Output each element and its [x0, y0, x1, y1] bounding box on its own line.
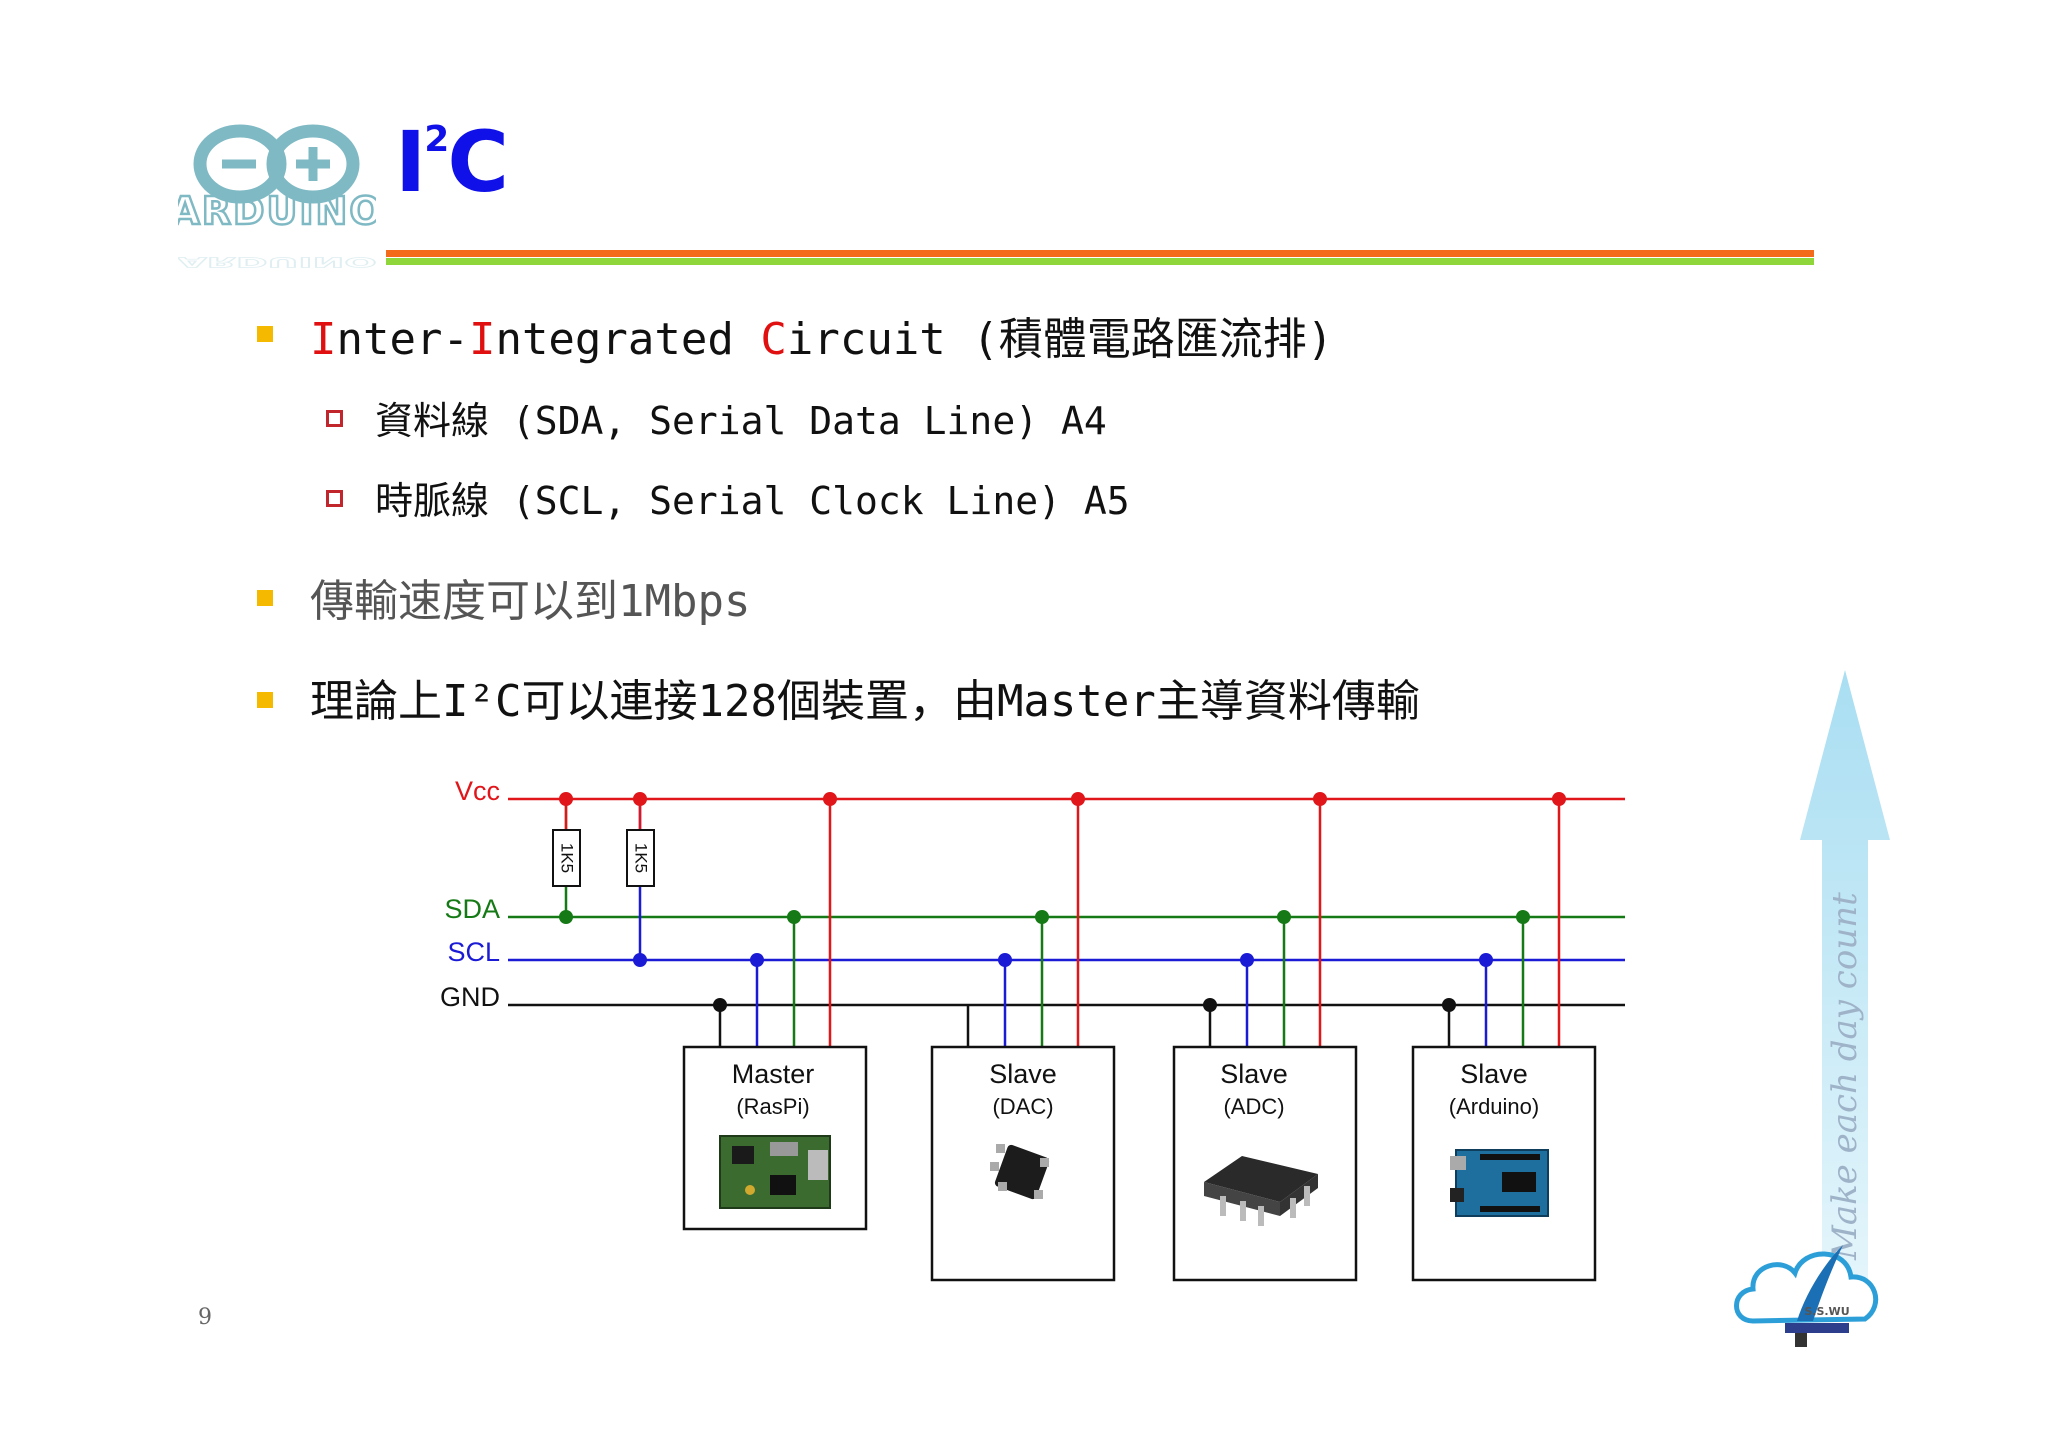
rail-label-sda: SDA: [444, 894, 500, 924]
bullet-speed: 傳輸速度可以到1Mbps: [310, 576, 751, 627]
sub-bullet-scl: 時脈線 (SCL, Serial Clock Line) A5: [375, 479, 1130, 523]
bullet-square-icon: [257, 326, 273, 342]
title-underline-orange: [386, 250, 1814, 257]
device-sub: (Arduino): [1449, 1094, 1539, 1119]
resistor-value: 1K5: [632, 843, 651, 873]
raspberry-pi-board-icon: [719, 1135, 831, 1209]
svg-text:ARDUINO: ARDUINO: [178, 254, 376, 268]
device-slave-arduino: Slave (Arduino): [1411, 792, 1597, 1282]
device-sub: (RasPi): [736, 1094, 809, 1119]
i2c-bus-diagram: Vcc SDA SCL GND 1K5 1K5: [420, 770, 1640, 1290]
page-number: 9: [198, 1305, 212, 1330]
bullet-i2c-definition: Inter-Integrated Circuit (積體電路匯流排): [310, 314, 1334, 365]
sot-chip-icon: [990, 1144, 1050, 1200]
rail-label-vcc: Vcc: [455, 776, 500, 806]
device-slave-dac: Slave (DAC): [930, 792, 1116, 1282]
svg-text:ARDUINO: ARDUINO: [178, 189, 376, 233]
arduino-logo: ARDUINO ARDUINO: [169, 118, 383, 270]
pullup-resistor-scl: [626, 829, 655, 887]
bullet-device-count: 理論上I²C可以連接128個裝置，由Master主導資料傳輸: [310, 676, 1420, 727]
device-master: Master (RasPi): [682, 792, 868, 1231]
pullup-resistor-sda: [552, 829, 581, 887]
rail-label-scl: SCL: [447, 937, 500, 967]
device-role: Slave: [989, 1059, 1057, 1089]
bullet-square-icon: [257, 692, 273, 708]
arrow-caption: Make each day count: [1825, 892, 1865, 1261]
device-sub: (DAC): [992, 1094, 1053, 1119]
sub-bullet-icon: [326, 490, 343, 507]
cloud-badge-icon: S.S.WU: [1725, 1235, 1895, 1355]
badge-label: S.S.WU: [1804, 1305, 1849, 1318]
title-underline-green: [386, 258, 1814, 265]
resistor-value: 1K5: [558, 843, 577, 873]
bullet-square-icon: [257, 590, 273, 606]
device-sub: (ADC): [1223, 1094, 1284, 1119]
rail-label-gnd: GND: [440, 982, 500, 1012]
device-role: Slave: [1460, 1059, 1528, 1089]
arduino-board-icon: [1450, 1149, 1549, 1217]
sub-bullet-icon: [326, 410, 343, 427]
device-role: Slave: [1220, 1059, 1288, 1089]
slide-title: I2C: [395, 113, 509, 211]
device-slave-adc: Slave (ADC): [1172, 792, 1358, 1282]
sub-bullet-sda: 資料線 (SDA, Serial Data Line) A4: [375, 399, 1107, 443]
decorative-arrow-icon: Make each day count: [1800, 670, 1890, 1280]
device-role: Master: [732, 1059, 815, 1089]
dip-chip-icon: [1204, 1156, 1318, 1226]
